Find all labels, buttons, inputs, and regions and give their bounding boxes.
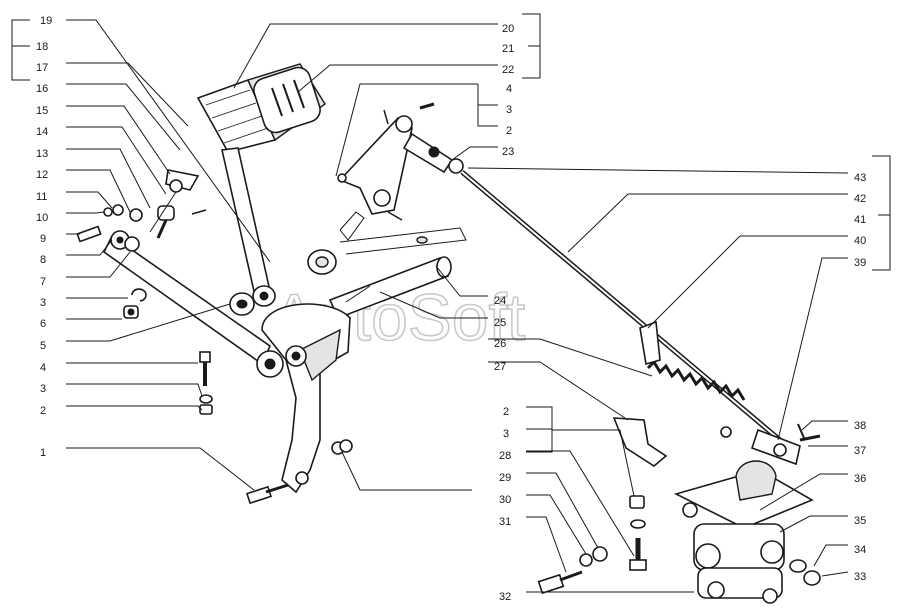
callout-c19: 19	[40, 15, 52, 27]
callout-c29: 29	[499, 472, 511, 484]
callout-c10: 10	[36, 212, 48, 224]
callout-c40: 40	[854, 235, 866, 247]
callout-c38: 38	[854, 420, 866, 432]
pedal-clevis	[156, 169, 207, 239]
callout-c36: 36	[854, 473, 866, 485]
callout-c12: 12	[36, 169, 48, 181]
callout-c43: 43	[854, 172, 866, 184]
callout-c22: 22	[502, 64, 514, 76]
callout-c7: 7	[40, 276, 46, 288]
leader-lines	[11, 13, 891, 593]
callout-c11: 11	[36, 191, 47, 203]
lever-bushings	[229, 285, 276, 316]
callout-c42: 42	[854, 193, 866, 205]
brake-valve	[673, 460, 821, 604]
return-spring	[646, 359, 746, 438]
callout-c3d: 3	[503, 428, 509, 440]
pedal-arm	[221, 147, 273, 301]
callout-c3b: 3	[40, 383, 46, 395]
callout-c39: 39	[854, 257, 866, 269]
callout-c4b: 4	[506, 83, 512, 95]
parts-drawing	[76, 63, 821, 604]
valve-clevis	[750, 423, 821, 466]
callout-c15: 15	[36, 105, 48, 117]
callout-c26: 26	[494, 338, 506, 350]
callout-c28: 28	[499, 450, 511, 462]
callout-c3a: 3	[40, 297, 46, 309]
callout-c5: 5	[40, 340, 46, 352]
callout-c1: 1	[40, 447, 46, 459]
rod-bracket	[639, 320, 661, 366]
callout-c17: 17	[36, 62, 48, 74]
callout-c20: 20	[502, 23, 514, 35]
callout-c23: 23	[502, 146, 514, 158]
callout-labels: 1918171615141312111098736543212021224322…	[36, 15, 866, 603]
callout-c8: 8	[40, 254, 46, 266]
angle-bracket	[612, 417, 668, 467]
callout-c24: 24	[494, 295, 506, 307]
callout-c21: 21	[502, 43, 514, 55]
callout-c30: 30	[499, 494, 511, 506]
guide-lines	[149, 191, 467, 303]
callout-c33: 33	[854, 571, 866, 583]
pedal-pad	[196, 63, 326, 153]
callout-c25: 25	[494, 317, 506, 329]
callout-c41: 41	[854, 214, 866, 226]
callout-c27: 27	[494, 361, 506, 373]
callout-c9: 9	[40, 233, 46, 245]
bushing	[307, 249, 337, 275]
callout-c6: 6	[40, 318, 46, 330]
callout-c14: 14	[36, 126, 48, 138]
callout-c2c: 2	[503, 406, 509, 418]
callout-c31: 31	[499, 516, 511, 528]
callout-c3c: 3	[506, 104, 512, 116]
callout-c34: 34	[854, 544, 866, 556]
callout-c16: 16	[36, 83, 48, 95]
upper-lever	[337, 102, 464, 221]
callout-c35: 35	[854, 515, 866, 527]
fasteners-right	[537, 495, 647, 595]
threaded-rod	[460, 170, 782, 442]
fasteners-left	[76, 204, 353, 505]
callout-c32: 32	[499, 591, 511, 603]
brake-lever	[256, 303, 351, 494]
callout-c2b: 2	[506, 125, 512, 137]
callout-c2a: 2	[40, 405, 46, 417]
callout-c37: 37	[854, 445, 866, 457]
callout-c13: 13	[36, 148, 48, 160]
callout-c4a: 4	[40, 362, 46, 374]
callout-c18: 18	[36, 41, 48, 53]
